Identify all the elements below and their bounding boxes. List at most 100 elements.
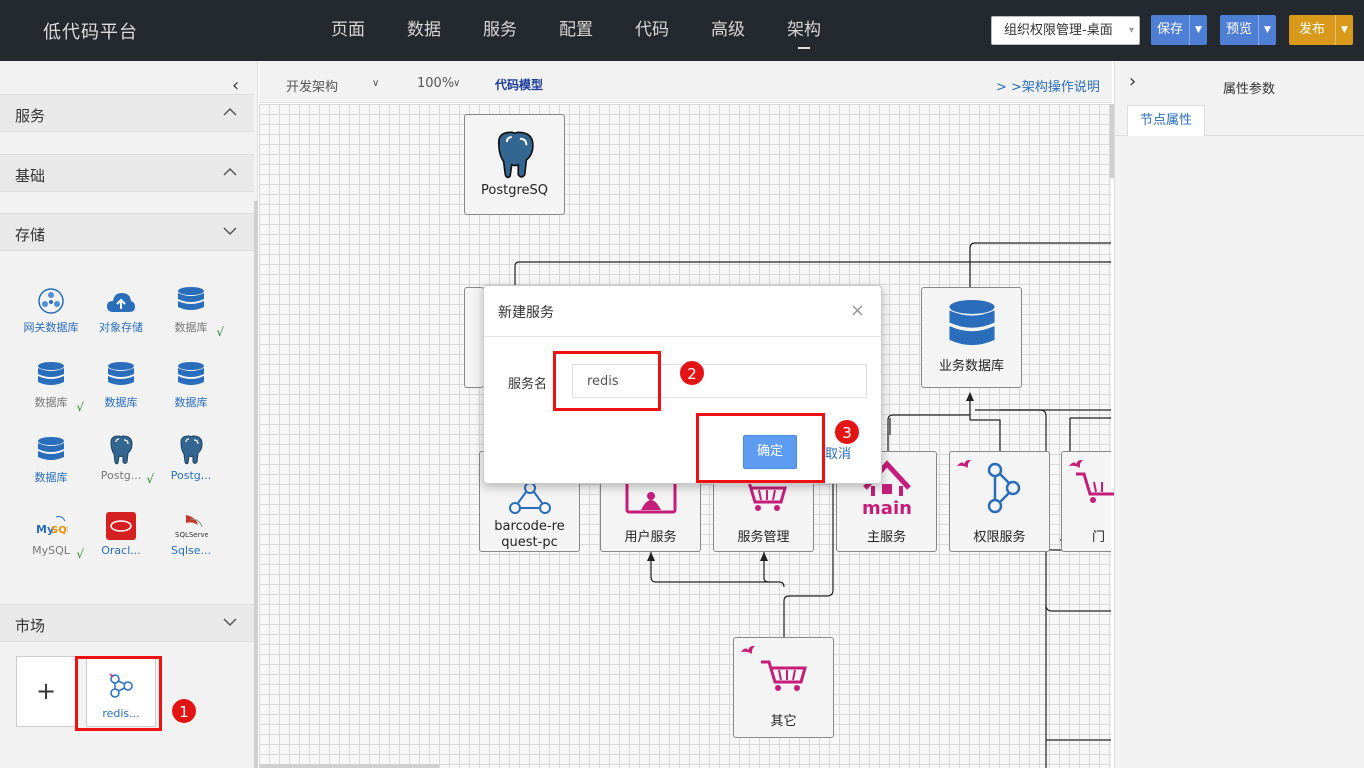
node-postgresql[interactable]: PostgreSQ [464,114,565,215]
database-icon [178,287,204,310]
code-model-link[interactable]: 代码模型 [495,78,544,92]
component-label: Postg... [170,469,212,482]
top-bar: 低代码平台 页面 数据 服务 配置 代码 高级 架构 组织权限管理-桌面 ▾ 保… [0,0,1364,61]
zoom-select[interactable]: 100% [417,76,455,91]
node-label-line2: quest-pc [501,535,558,550]
component-oracle[interactable]: Oracl... [86,509,156,557]
save-dropdown-icon[interactable]: ▼ [1189,15,1207,45]
component-label: 数据库 [174,396,208,409]
check-icon: √ [76,547,84,561]
nav-config[interactable]: 配置 [559,20,593,40]
section-market-title: 市场 [15,617,46,635]
component-database-4[interactable]: 数据库 [156,359,226,410]
component-label: 数据库 [104,396,138,409]
mysql-icon: MySQL [36,516,68,536]
properties-panel: › 属性参数 节点属性 [1114,61,1364,768]
component-label: 数据库 [34,471,68,484]
canvas-vertical-scrollbar[interactable] [1110,104,1114,178]
section-basic[interactable]: 基础 [0,154,254,192]
section-service[interactable]: 服务 [0,94,254,132]
bird-icon [957,459,971,468]
new-service-dialog: 新建服务 × 服务名 确定 取消 [483,285,882,484]
confirm-button[interactable]: 确定 [743,435,797,469]
component-sqlserver[interactable]: SQLServer Sqlse... [156,509,226,557]
component-mysql[interactable]: MySQL MySQL √ [16,509,86,561]
component-database-1[interactable]: 数据库 √ [156,284,226,339]
database-icon [178,362,204,385]
node-label: 主服务 [866,530,906,545]
component-database-2[interactable]: 数据库 √ [16,359,86,414]
nav-advanced[interactable]: 高级 [711,20,745,40]
annotation-box-3 [696,413,825,483]
component-postgres-2[interactable]: Postg... [156,434,226,482]
monitor-user-icon [625,482,676,514]
component-label: Oracl... [101,544,141,557]
publish-button[interactable]: 发布 [1299,22,1326,37]
preview-button[interactable]: 预览 [1226,22,1253,37]
save-button[interactable]: 保存 [1157,22,1184,37]
view-select[interactable]: 开发架构 [286,80,339,95]
bird-icon [1069,459,1083,468]
service-name-input[interactable] [572,364,867,398]
nav-service[interactable]: 服务 [483,20,517,40]
project-select-value: 组织权限管理-桌面 [1004,23,1113,38]
top-nav: 页面 数据 服务 配置 代码 高级 架构 [310,0,842,61]
node-label: 业务数据库 [938,359,1004,374]
chevron-down-icon[interactable]: ∨ [372,78,380,89]
chevron-right-icon[interactable]: › [1129,71,1137,92]
section-storage[interactable]: 存储 [0,213,254,251]
shopping-cart-icon [760,660,807,691]
dialog-title: 新建服务 [498,305,554,321]
check-icon: √ [76,400,84,414]
section-market[interactable]: 市场 [0,604,254,642]
publish-button-group: 发布 ▼ [1289,15,1354,45]
node-business-db[interactable]: 业务数据库 [921,287,1022,388]
node-other[interactable]: 其它 [733,637,834,738]
node-permission-service[interactable]: 权限服务 [949,451,1050,552]
component-sidebar: ‹ 服务 基础 存储 网关数据库 对象存储 数据库 √ 数据库 √ 数据库 数据… [0,61,258,768]
market-item-redis[interactable]: redis... [86,656,156,727]
svg-text:SQLServer: SQLServer [175,531,208,539]
preview-dropdown-icon[interactable]: ▼ [1258,15,1276,45]
nav-code[interactable]: 代码 [635,20,669,40]
tab-node-properties[interactable]: 节点属性 [1127,105,1205,136]
cancel-button[interactable]: 取消 [825,447,852,462]
close-icon[interactable]: × [849,300,865,321]
chevron-up-icon [223,167,237,176]
architecture-help-link[interactable]: > >架构操作说明 [996,80,1100,95]
database-icon [38,362,64,385]
service-network-icon [508,482,551,514]
annotation-box-1 [75,656,162,731]
component-object-storage[interactable]: 对象存储 [86,284,156,335]
app-logo: 低代码平台 [43,22,138,43]
chevron-down-icon[interactable]: ∨ [453,78,461,89]
component-postgres-1[interactable]: Postg... √ [86,434,156,486]
chevron-up-icon [223,107,237,116]
nav-architecture[interactable]: 架构 [766,0,842,61]
publish-dropdown-icon[interactable]: ▼ [1335,15,1353,45]
nav-page[interactable]: 页面 [331,20,365,40]
component-gateway-db[interactable]: 网关数据库 [16,284,86,335]
nav-data[interactable]: 数据 [407,20,441,40]
section-basic-title: 基础 [15,167,46,185]
component-database-5[interactable]: 数据库 [16,434,86,485]
cloud-storage-icon [107,293,135,312]
node-label: 权限服务 [973,530,1026,545]
properties-tabs: 节点属性 [1115,105,1364,136]
gateway-db-icon [38,288,64,314]
node-label: 门 [1092,530,1106,545]
database-icon [108,362,134,385]
chevron-left-icon[interactable]: ‹ [232,75,240,96]
component-database-3[interactable]: 数据库 [86,359,156,410]
canvas-horizontal-scrollbar[interactable] [259,764,439,768]
component-label: Postg... [100,469,142,482]
node-partial-right[interactable]: 门 [1061,451,1114,552]
node-hidden-left[interactable] [464,287,484,388]
node-label: 用户服务 [624,530,677,545]
postgresql-icon [180,435,203,465]
oracle-icon [106,512,136,540]
project-select[interactable]: 组织权限管理-桌面 ▾ [991,16,1140,45]
sidebar-scrollbar[interactable] [254,201,258,768]
component-label: 数据库 [34,396,68,409]
market-add-button[interactable]: + [16,656,76,727]
